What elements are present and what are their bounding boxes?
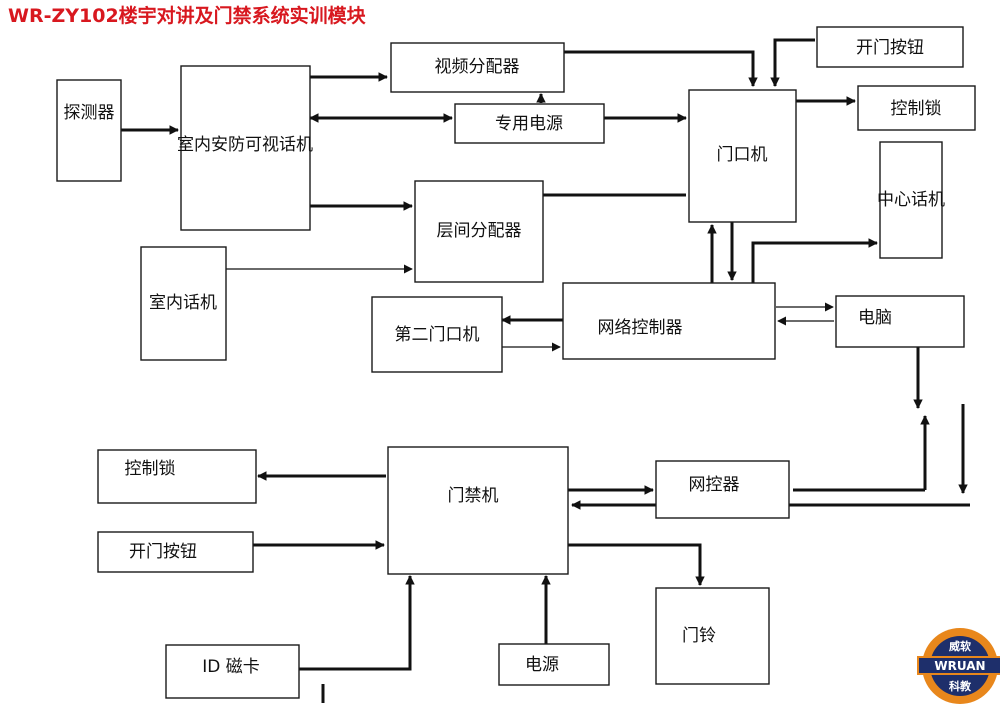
node-control-lock-top: 控制锁 [857, 85, 976, 131]
node-center-unit-label: 中心话机 [877, 190, 945, 210]
node-id-card-label: ID 磁卡 [202, 657, 260, 677]
node-power: 电源 [498, 643, 610, 686]
node-id-card: ID 磁卡 [165, 644, 300, 699]
node-control-lock-bottom: 控制锁 [97, 449, 257, 504]
node-indoor-security-video-phone: 室内安防可视话机 [177, 65, 313, 231]
node-doorbell-label: 门铃 [682, 626, 716, 646]
node-control-lock-top-label: 控制锁 [891, 99, 942, 119]
logo-middle-text: WRUAN [934, 659, 985, 673]
node-floor-distributor: 层间分配器 [414, 180, 544, 283]
thin-connections [226, 264, 834, 352]
node-indoor-phone: 室内话机 [140, 246, 227, 361]
node-control-lock-bottom-label: 控制锁 [125, 459, 176, 479]
node-access-controller: 门禁机 [387, 446, 569, 575]
node-network-controller: 网络控制器 [562, 282, 776, 360]
node-access-controller-label: 门禁机 [448, 486, 499, 506]
node-detector-label: 探测器 [64, 103, 115, 123]
logo-top-text: 威软 [949, 639, 972, 653]
node-computer-label: 电脑 [858, 308, 892, 328]
node-indoor-security-video-phone-label: 室内安防可视话机 [177, 135, 313, 155]
page-title: WR-ZY102楼宇对讲及门禁系统实训模块 [8, 4, 367, 27]
brand-logo: 威软 WRUAN 科教 [917, 628, 1000, 704]
node-second-door-unit-label: 第二门口机 [395, 325, 480, 345]
connections [121, 38, 970, 703]
node-power-label: 电源 [525, 655, 559, 675]
node-net-controller-label: 网控器 [689, 475, 740, 495]
logo-bottom-text: 科教 [949, 679, 972, 693]
node-center-unit: 中心话机 [877, 141, 945, 259]
node-open-door-button-top: 开门按钮 [816, 26, 964, 68]
node-net-controller: 网控器 [655, 460, 790, 519]
node-computer: 电脑 [835, 295, 965, 348]
node-doorbell: 门铃 [655, 587, 770, 685]
node-video-distributor-label: 视频分配器 [435, 57, 520, 77]
node-floor-distributor-label: 层间分配器 [437, 221, 522, 241]
node-dedicated-power: 专用电源 [454, 103, 605, 144]
node-dedicated-power-label: 专用电源 [495, 114, 563, 134]
node-network-controller-label: 网络控制器 [598, 318, 683, 338]
node-indoor-phone-label: 室内话机 [149, 293, 217, 313]
node-second-door-unit: 第二门口机 [371, 296, 503, 373]
logo-band [917, 656, 1000, 675]
node-door-unit-label: 门口机 [717, 145, 768, 165]
node-open-door-button-top-label: 开门按钮 [856, 38, 924, 58]
node-door-unit: 门口机 [688, 89, 797, 223]
node-open-door-button-bottom-label: 开门按钮 [129, 542, 197, 562]
node-open-door-button-bottom: 开门按钮 [97, 531, 254, 573]
node-video-distributor: 视频分配器 [390, 42, 565, 93]
node-detector: 探测器 [56, 79, 122, 182]
